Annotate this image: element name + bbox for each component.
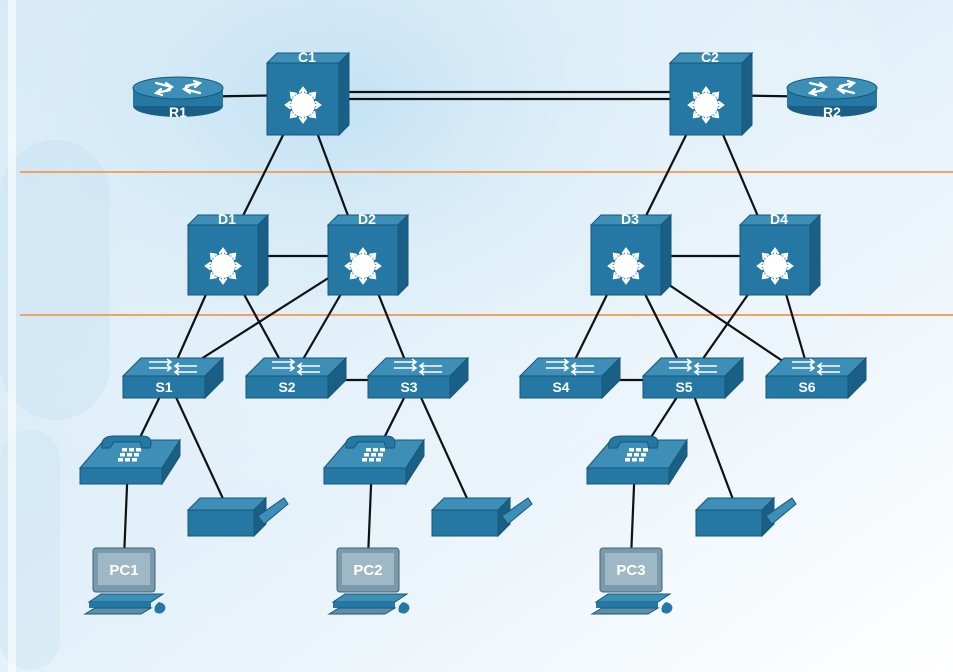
switch-label: S5 — [675, 379, 692, 395]
switch-label: C2 — [701, 49, 719, 65]
switch-s5[interactable]: S5 — [641, 356, 745, 400]
switch-label: S6 — [798, 379, 815, 395]
link-S1-printer1 — [167, 379, 233, 519]
multilayer-switch-icon — [758, 249, 792, 283]
switch-d4[interactable]: D4 — [738, 211, 822, 297]
switch-c2[interactable]: C2 — [668, 49, 754, 137]
switch-s6[interactable]: S6 — [764, 356, 868, 400]
switch-s3[interactable]: S3 — [366, 356, 470, 400]
switch-label: S4 — [552, 379, 569, 395]
router-arrows-icon — [807, 79, 857, 97]
multilayer-switch-icon — [346, 249, 380, 283]
multilayer-switch-icon — [206, 249, 240, 283]
switch-label: S3 — [400, 379, 417, 395]
router-label: R2 — [823, 104, 841, 120]
switch-arrows-icon — [272, 358, 320, 376]
switch-label: S2 — [278, 379, 295, 395]
switch-label: D2 — [358, 211, 376, 227]
keypad-icon — [118, 448, 141, 462]
pc-pc3[interactable]: PC3 — [590, 547, 673, 615]
switch-label: D3 — [621, 211, 639, 227]
switch-arrows-icon — [149, 358, 197, 376]
pc-pc1[interactable]: PC1 — [83, 547, 166, 615]
printer-icon[interactable] — [430, 496, 533, 538]
keypad-icon — [625, 448, 648, 462]
switch-d2[interactable]: D2 — [326, 211, 410, 297]
router-label: R1 — [169, 104, 187, 120]
router-r2[interactable]: R2 — [786, 76, 878, 120]
switch-s4[interactable]: S4 — [518, 356, 622, 400]
ip-phone-icon[interactable] — [78, 435, 181, 486]
multilayer-switch-icon — [286, 88, 320, 122]
switch-label: S1 — [155, 379, 172, 395]
switch-arrows-icon — [669, 358, 717, 376]
switch-label: C1 — [298, 49, 316, 65]
pc-pc2[interactable]: PC2 — [327, 547, 410, 615]
mouse-icon — [661, 602, 673, 614]
switch-d3[interactable]: D3 — [589, 211, 673, 297]
multilayer-switch-icon — [609, 249, 643, 283]
switch-s2[interactable]: S2 — [244, 356, 348, 400]
switch-arrows-icon — [546, 358, 594, 376]
ip-phone-icon[interactable] — [322, 435, 425, 486]
link-S3-printer2 — [411, 379, 478, 519]
switch-label: D4 — [770, 211, 788, 227]
mouse-icon — [398, 602, 410, 614]
router-r1[interactable]: R1 — [132, 76, 224, 120]
pc-label: PC3 — [616, 562, 645, 579]
mouse-icon — [154, 602, 166, 614]
link-S5-printer3 — [686, 379, 742, 519]
pc-label: PC1 — [109, 562, 138, 579]
printer-icon[interactable] — [694, 496, 797, 538]
switch-s1[interactable]: S1 — [121, 356, 225, 400]
pc-label: PC2 — [353, 562, 382, 579]
switch-label: D1 — [218, 211, 236, 227]
switch-arrows-icon — [792, 358, 840, 376]
switch-c1[interactable]: C1 — [265, 49, 351, 137]
keypad-icon — [362, 448, 385, 462]
ip-phone-icon[interactable] — [585, 435, 688, 486]
printer-icon[interactable] — [186, 496, 289, 538]
switch-d1[interactable]: D1 — [186, 211, 270, 297]
router-arrows-icon — [153, 79, 203, 97]
switch-arrows-icon — [394, 358, 442, 376]
multilayer-switch-icon — [689, 88, 723, 122]
